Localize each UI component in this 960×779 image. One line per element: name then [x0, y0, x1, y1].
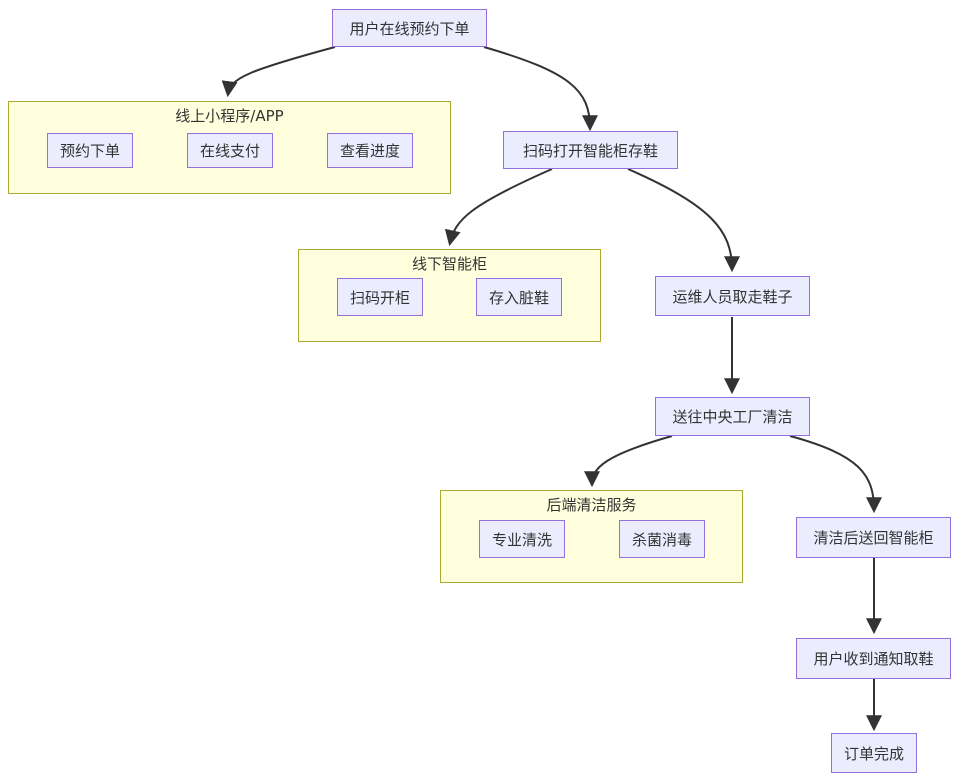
cluster-backend-title: 后端清洁服务: [546, 496, 637, 514]
cluster-smart-cabinet: 线下智能柜 扫码开柜 存入脏鞋: [298, 249, 601, 342]
node-notify-user[interactable]: 用户收到通知取鞋: [796, 638, 951, 679]
cluster-online-app: 线上小程序/APP 预约下单 在线支付 查看进度: [8, 101, 451, 194]
cluster-cabinet-title: 线下智能柜: [411, 255, 487, 273]
cluster-online-title: 线上小程序/APP: [175, 107, 284, 125]
node-view-progress[interactable]: 查看进度: [327, 133, 413, 168]
edge-start-to-scan-store: [483, 46, 598, 132]
cluster-backend-cleaning: 后端清洁服务 专业清洗 杀菌消毒: [440, 490, 743, 583]
edge-scan-store-to-cabinet: [444, 168, 553, 247]
edge-scan-store-to-staff-pickup: [627, 168, 740, 273]
edge-factory-to-return-cabinet: [789, 435, 882, 514]
node-store-dirty-shoes[interactable]: 存入脏鞋: [476, 278, 562, 316]
node-professional-wash[interactable]: 专业清洗: [479, 520, 565, 558]
node-to-factory[interactable]: 送往中央工厂清洁: [655, 397, 810, 436]
node-start[interactable]: 用户在线预约下单: [332, 9, 487, 47]
node-book-order[interactable]: 预约下单: [47, 133, 133, 168]
node-staff-pickup[interactable]: 运维人员取走鞋子: [655, 276, 810, 316]
node-scan-store[interactable]: 扫码打开智能柜存鞋: [503, 131, 678, 169]
node-return-cabinet[interactable]: 清洁后送回智能柜: [796, 517, 951, 558]
edge-factory-to-backend: [584, 435, 673, 488]
node-sterilize[interactable]: 杀菌消毒: [619, 520, 705, 558]
node-online-payment[interactable]: 在线支付: [187, 133, 273, 168]
edge-start-to-online: [221, 46, 336, 98]
node-order-done[interactable]: 订单完成: [831, 733, 917, 773]
node-scan-open[interactable]: 扫码开柜: [337, 278, 423, 316]
